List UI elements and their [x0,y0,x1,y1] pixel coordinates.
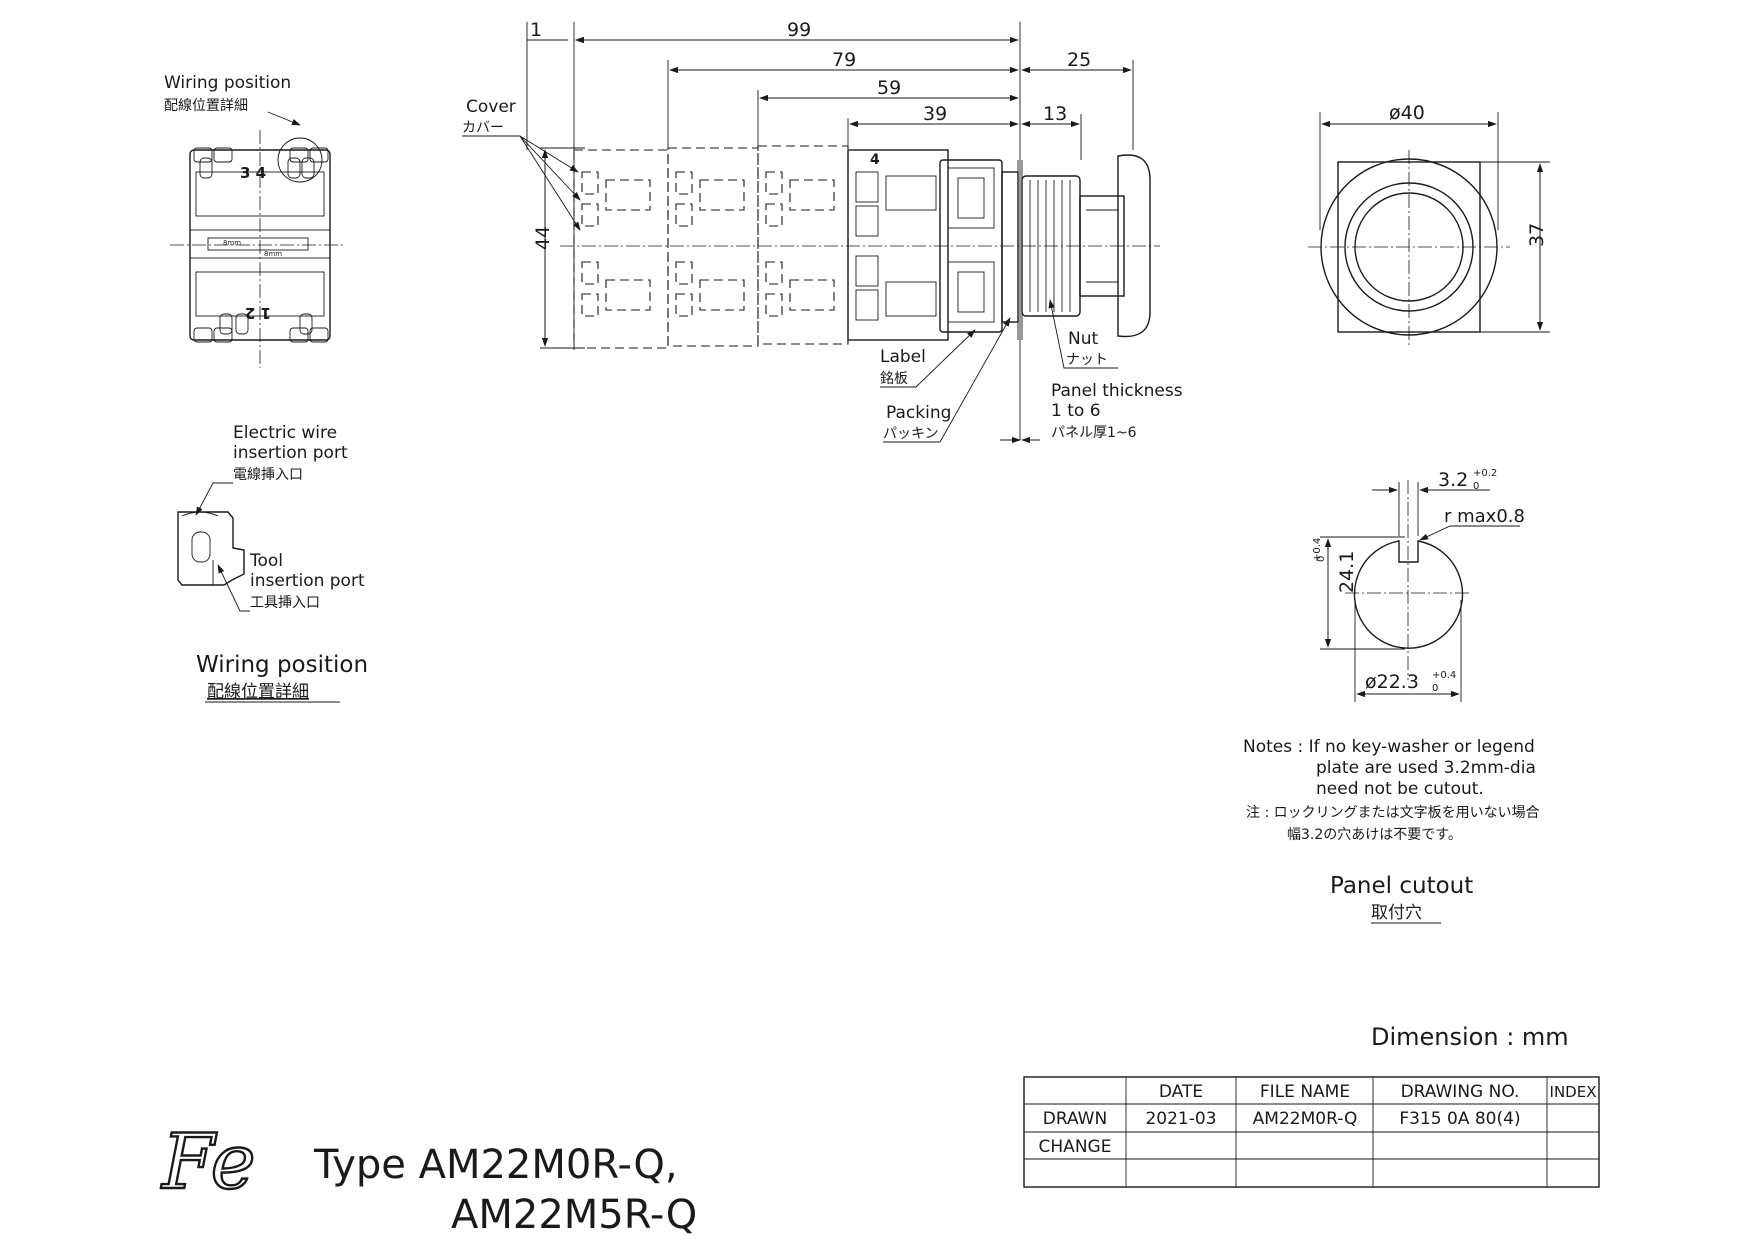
contact-block-dashed [667,147,759,347]
tool-port-label-1: Tool [249,551,283,571]
packing-label: Packing [886,403,951,423]
cutout-title-jp: 取付穴 [1371,903,1422,923]
dim-99: 99 [787,19,811,41]
notes-line-1: Notes : If no key-washer or legend [1243,737,1535,757]
panel-thickness-label-jp: パネル厚1~6 [1051,425,1137,441]
dim-44: 44 [532,226,554,250]
row-label-drawn: DRAWN [1043,1109,1107,1129]
dim-39: 39 [923,103,947,125]
row-label-change: CHANGE [1039,1137,1112,1157]
header-date: DATE [1159,1082,1203,1102]
dim-59: 59 [877,77,901,99]
wire-port-label-2: insertion port [233,443,348,463]
tool-port [191,531,211,563]
notes-line-jp-1: 注 : ロックリングまたは文字板を用いない場合 [1246,805,1540,821]
tool-port-label-jp: 工具挿入口 [250,595,320,611]
notes-line-jp-2: 幅3.2の穴あけは不要です。 [1287,827,1462,843]
mushroom-head [1117,154,1151,338]
drawn-date: 2021-03 [1145,1109,1216,1129]
fe-logo: Fe [160,1117,256,1206]
cutout-height-tol-upper: +0.4 [1312,538,1323,562]
label-label-jp: 銘板 [880,371,908,387]
title-block: DATE FILE NAME DRAWING NO. INDEX DRAWN 2… [1023,1076,1600,1188]
dim-79: 79 [832,49,856,71]
front-height: 37 [1526,223,1548,247]
dim-25: 25 [1067,49,1091,71]
front-view: ø40 37 [1308,102,1550,345]
small-label-b: 8mm [264,250,282,258]
wire-port-label-1: Electric wire [233,423,337,443]
packing-label-jp: パッキン [883,426,939,442]
contact-block-dashed [757,145,849,345]
port-detail-view: Electric wire insertion port 電線挿入口 Tool … [177,423,368,703]
wiring-position-label-jp: 配線位置詳細 [164,98,248,114]
header-file-name: FILE NAME [1260,1082,1350,1102]
nut-label: Nut [1068,329,1098,349]
contact-block-dashed [573,149,669,349]
key-width-tol-upper: +0.2 [1473,468,1497,479]
operator-base [939,159,1003,333]
panel-thickness-range: 1 to 6 [1051,401,1101,421]
cutout-height-tol-lower: 0 [1316,556,1327,562]
panel-thickness-label: Panel thickness [1051,381,1183,401]
wiring-position-label: Wiring position [164,73,291,93]
header-index: INDEX [1550,1083,1597,1101]
small-label-a: 8mm [223,239,241,247]
type-line-2: AM22M5R-Q [451,1192,697,1238]
cutout-circle [1353,540,1464,649]
terminal-label-bottom: 1 2 [245,304,271,322]
panel-cutout-view: 3.2 +0.2 0 r max0.8 24.1 +0.4 0 ø22.3 +0… [1243,468,1540,924]
cutout-diameter: ø22.3 [1365,671,1419,693]
wire-port-label-jp: 電線挿入口 [233,467,303,483]
wiring-position-view: Wiring position 配線位置詳細 3 4 1 2 8mm 8mm [164,73,345,368]
header-drawing-no: DRAWING NO. [1401,1082,1520,1102]
port-detail-title-jp: 配線位置詳細 [207,682,309,702]
brand: Fe Type AM22M0R-Q, AM22M5R-Q [159,1116,697,1238]
side-view: 1 99 79 25 59 39 13 44 [462,19,1183,444]
cutout-diameter-tol-lower: 0 [1432,683,1438,694]
key-width-tol-lower: 0 [1473,481,1479,492]
drawn-drawing-no: F315 0A 80(4) [1399,1109,1520,1129]
block-number: 4 [870,152,880,168]
cutout-height: 24.1 [1336,551,1358,593]
tool-port-label-2: insertion port [250,571,365,591]
notes-line-2: plate are used 3.2mm-dia [1316,758,1536,778]
type-line-1: Type AM22M0R-Q, [313,1142,678,1188]
dim-1: 1 [530,19,542,41]
front-diameter: ø40 [1389,102,1425,124]
label-label: Label [880,347,926,367]
dimension-unit: Dimension : mm [1371,1023,1569,1051]
corner-radius: r max0.8 [1444,506,1525,527]
cutout-title: Panel cutout [1330,873,1473,899]
port-body [177,511,245,586]
cover-label: Cover [466,97,516,117]
contact-block [847,149,949,341]
packing [1001,171,1019,323]
nut-label-jp: ナット [1066,352,1108,368]
cover-label-jp: カバー [462,120,504,136]
port-detail-title: Wiring position [196,652,368,678]
dim-13: 13 [1043,103,1067,125]
cutout-diameter-tol-upper: +0.4 [1432,670,1456,681]
detail-circle [277,137,323,183]
terminal-label-top: 3 4 [240,164,266,182]
key-width: 3.2 [1438,469,1468,491]
notes-line-3: need not be cutout. [1316,779,1484,799]
drawn-file-name: AM22M0R-Q [1253,1109,1358,1129]
